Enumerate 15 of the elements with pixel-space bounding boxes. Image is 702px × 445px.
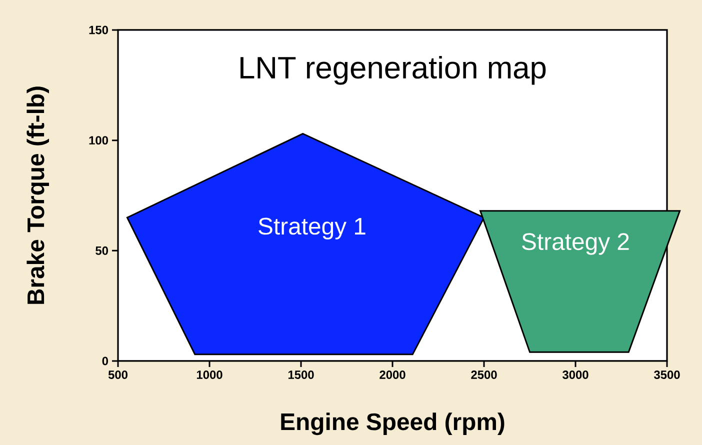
x-tick-label: 3000 — [562, 370, 588, 379]
region-polygon: Strategy 1 — [126, 132, 486, 356]
y-tick-label: 0 — [102, 356, 108, 366]
x-tick-label: 2500 — [471, 370, 497, 379]
y-tick-label: 50 — [96, 246, 108, 255]
x-tick-label: 2000 — [380, 370, 406, 379]
x-tick-label: 3500 — [654, 370, 680, 379]
y-tick-label: 100 — [89, 136, 108, 145]
x-tick-label: 500 — [108, 370, 128, 379]
x-tick-label: 1500 — [288, 370, 314, 379]
x-tick-label: 1000 — [196, 370, 222, 379]
y-tick-label: 150 — [89, 26, 108, 34]
text: LNT regeneration map — [240, 56, 546, 85]
x-axis-title: Engine Speed (rpm) — [281, 412, 504, 436]
y-axis-title: Brake Torque (ft-lb) — [26, 86, 50, 304]
